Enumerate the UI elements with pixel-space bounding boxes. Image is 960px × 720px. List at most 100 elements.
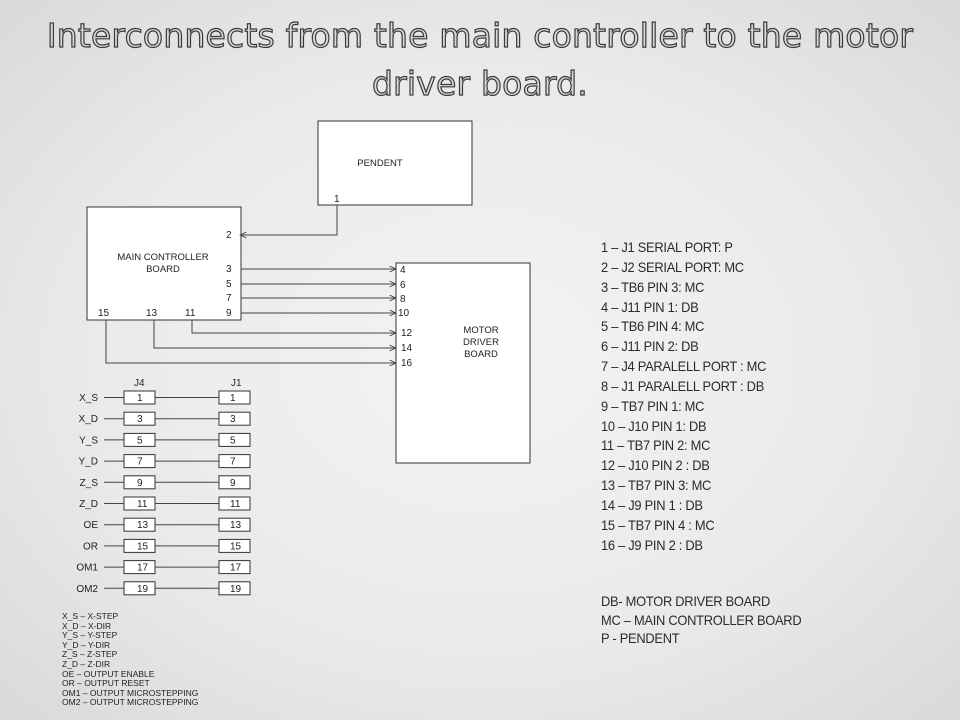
driver-pin-14: 14 xyxy=(401,343,413,354)
legend-item: 7 – J4 PARALELL PORT : MC xyxy=(601,358,767,375)
j1-pin-number: 9 xyxy=(230,478,236,489)
legend-item: 3 – TB6 PIN 3: MC xyxy=(601,278,705,295)
j1-pin-number: 19 xyxy=(230,584,242,595)
header-table-row: OM2 19 19 xyxy=(76,581,251,596)
j1-pin-cell xyxy=(218,496,251,511)
abbreviation-item: MC – MAIN CONTROLLER BOARD xyxy=(601,611,802,628)
pendent-pin-1: 1 xyxy=(334,194,340,205)
main-pin-11: 11 xyxy=(185,308,196,319)
signal-label: Y_D xyxy=(79,457,98,468)
main-pin-2: 2 xyxy=(226,230,232,241)
legend-item: 13 – TB7 PIN 3: MC xyxy=(601,477,712,494)
j1-pin-cell xyxy=(218,475,251,490)
motor-driver-label-1: MOTOR xyxy=(463,325,498,336)
abbreviation-item: P - PENDENT xyxy=(601,630,680,646)
legend-item: 14 – J9 PIN 1 : DB xyxy=(601,496,703,513)
legend-item: 1 – J1 SERIAL PORT: P xyxy=(601,239,733,255)
j1-pin-number: 11 xyxy=(230,499,241,510)
j1-pin-number: 3 xyxy=(230,414,236,425)
j1-pin-cell xyxy=(218,538,251,553)
driver-pin-10: 10 xyxy=(398,308,410,319)
signal-label: OM2 xyxy=(76,584,98,595)
main-controller-box: MAIN CONTROLLER BOARD 2 3 5 7 9 15 13 11 xyxy=(86,206,242,321)
legend-item: 4 – J11 PIN 1: DB xyxy=(601,298,699,315)
signal-key-item: Y_D – Y-DIR xyxy=(62,639,111,650)
slide-title: Interconnects from the main controller t… xyxy=(46,15,914,103)
signal-label: OM1 xyxy=(76,563,98,574)
header-table-row: Z_D 11 11 xyxy=(79,496,251,511)
signal-label: OE xyxy=(84,520,99,531)
signal-key-item: Z_D – Z-DIR xyxy=(62,658,111,669)
j4-pin-number: 5 xyxy=(137,435,143,446)
j1-pin-cell xyxy=(218,517,251,532)
j4-pin-number: 19 xyxy=(137,584,149,595)
driver-pin-4: 4 xyxy=(400,265,406,276)
j1-pin-number: 1 xyxy=(230,393,236,404)
legend-item: 6 – J11 PIN 2: DB xyxy=(601,338,699,355)
signal-label: Y_S xyxy=(79,435,98,446)
j1-pin-number: 7 xyxy=(230,457,236,468)
driver-pin-8: 8 xyxy=(400,294,406,305)
header-table-row: Y_D 7 7 xyxy=(79,454,251,469)
signal-key-item: OR – OUTPUT RESET xyxy=(62,678,150,689)
j4-pin-number: 3 xyxy=(137,414,143,425)
wires xyxy=(105,205,396,363)
j1-header: J1 xyxy=(231,378,242,389)
legend-item: 12 – J10 PIN 2 : DB xyxy=(601,457,710,474)
main-pin-9: 9 xyxy=(226,308,232,319)
motor-driver-label-2: DRIVER xyxy=(463,337,499,348)
wire-15-to-16 xyxy=(105,320,396,363)
wire-13-to-14 xyxy=(153,320,396,348)
header-table-row: X_S 1 1 xyxy=(79,390,251,405)
j1-pin-cell xyxy=(218,432,251,447)
main-pin-13: 13 xyxy=(146,308,158,319)
legend-item: 8 – J1 PARALELL PORT : DB xyxy=(601,377,765,394)
main-controller-label-2: BOARD xyxy=(146,264,180,275)
header-table-row: Y_S 5 5 xyxy=(79,432,251,447)
signal-key-item: OM1 – OUTPUT MICROSTEPPING xyxy=(62,687,199,698)
j1-pin-cell xyxy=(218,581,251,596)
j1-pin-number: 5 xyxy=(230,435,236,446)
legend-item: 11 – TB7 PIN 2: MC xyxy=(601,437,711,454)
connection-legend: 1 – J1 SERIAL PORT: P 2 – J2 SERIAL PORT… xyxy=(601,238,766,556)
j4-header: J4 xyxy=(134,378,145,389)
signal-key-item: Z_S – Z-STEP xyxy=(62,649,118,660)
signal-key-item: X_S – X-STEP xyxy=(62,611,119,621)
legend-item: 15 – TB7 PIN 4 : MC xyxy=(601,516,715,533)
legend-item: 9 – TB7 PIN 1: MC xyxy=(601,397,705,414)
main-pin-7: 7 xyxy=(226,293,232,304)
legend-item: 10 – J10 PIN 1: DB xyxy=(601,417,707,434)
driver-pin-6: 6 xyxy=(400,280,406,291)
pendent-box: PENDENT 1 xyxy=(317,120,473,206)
j4-pin-number: 11 xyxy=(137,499,148,510)
signal-key-item: OM2 – OUTPUT MICROSTEPPING xyxy=(62,697,199,708)
driver-pin-16: 16 xyxy=(401,358,413,369)
wire-11-to-12 xyxy=(191,320,396,333)
j4-pin-number: 7 xyxy=(137,457,143,468)
signal-key-item: OE – OUTPUT ENABLE xyxy=(62,668,155,679)
signal-label: Z_D xyxy=(79,499,98,510)
j4-pin-number: 13 xyxy=(137,520,149,531)
j4-pin-number: 17 xyxy=(137,563,149,574)
main-pin-3: 3 xyxy=(226,264,232,275)
header-table-row: OM1 17 17 xyxy=(76,560,251,575)
signal-key-item: X_D – X-DIR xyxy=(62,620,112,631)
main-pin-15: 15 xyxy=(98,308,110,319)
j4-pin-number: 9 xyxy=(137,478,143,489)
signal-label: OR xyxy=(83,541,98,552)
driver-pin-12: 12 xyxy=(401,328,413,339)
signal-key-item: Y_S – Y-STEP xyxy=(62,630,118,641)
j4-pin-number: 15 xyxy=(137,541,149,552)
main-controller-label-1: MAIN CONTROLLER xyxy=(117,252,208,263)
j1-pin-number: 13 xyxy=(230,520,242,531)
legend-item: 5 – TB6 PIN 4: MC xyxy=(601,318,705,335)
j1-pin-number: 17 xyxy=(230,563,242,574)
motor-driver-label-3: BOARD xyxy=(464,349,498,360)
signal-label: X_S xyxy=(79,393,98,404)
j4-pin-number: 1 xyxy=(137,393,143,404)
